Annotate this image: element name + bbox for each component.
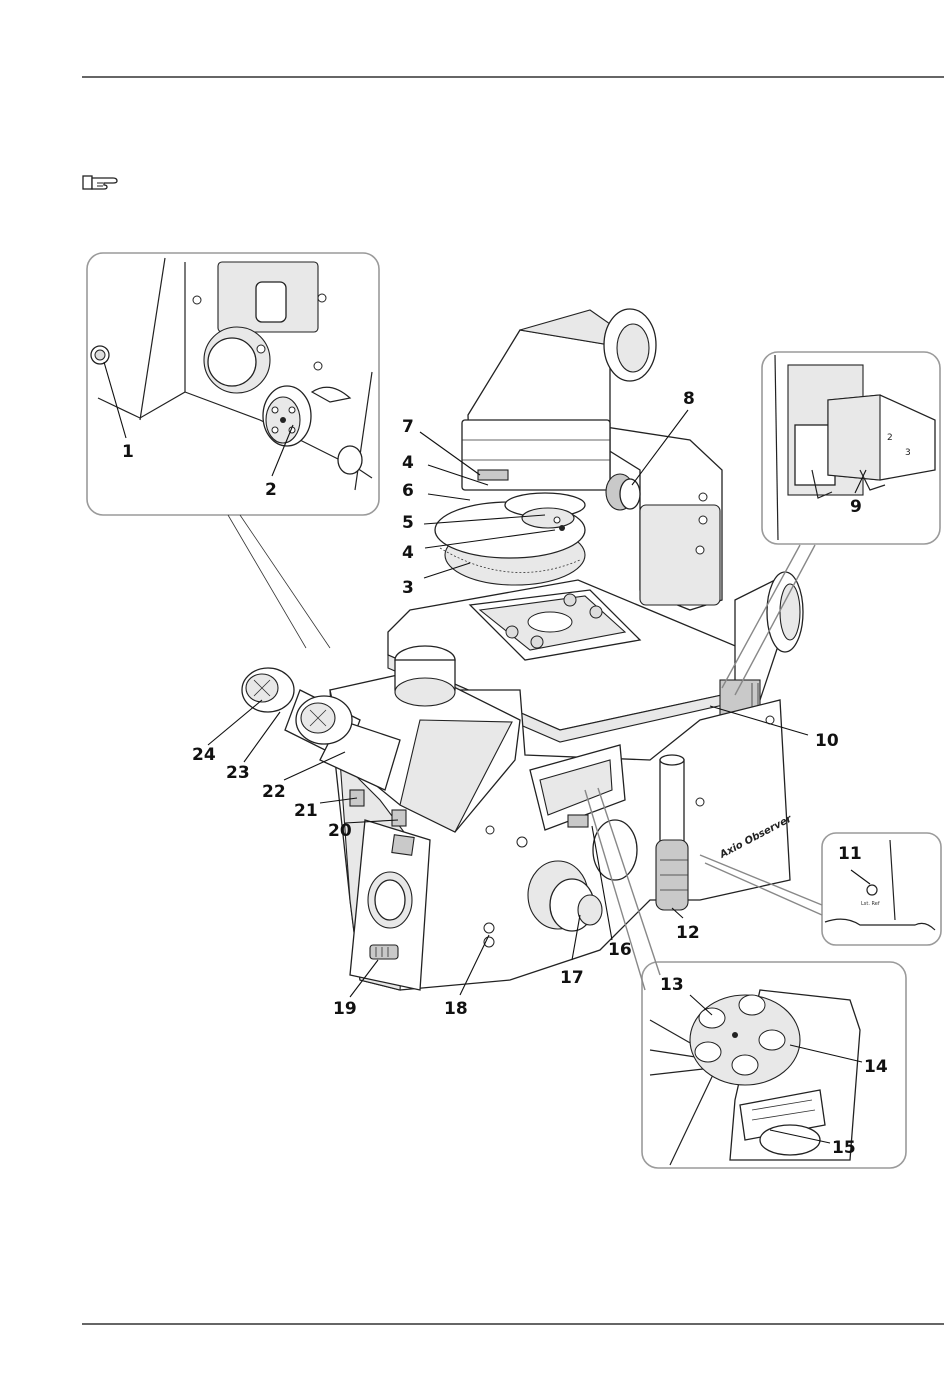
callout-13: 13 (660, 975, 684, 995)
callout-12: 12 (676, 923, 700, 943)
callout-16: 16 (608, 940, 632, 960)
callout-11: 11 (838, 844, 862, 864)
callout-21: 21 (294, 801, 318, 821)
callout-9: 9 (850, 497, 862, 517)
callout-3: 3 (402, 578, 414, 598)
callout-15: 15 (832, 1138, 856, 1158)
svg-text:3: 3 (905, 448, 911, 458)
svg-text:2: 2 (887, 433, 893, 443)
callout-1: 1 (122, 442, 134, 462)
callout-18: 18 (444, 999, 468, 1019)
callout-6: 6 (402, 481, 414, 501)
callout-23: 23 (226, 763, 250, 783)
callout-4a: 4 (402, 453, 414, 473)
callout-8: 8 (683, 389, 695, 409)
callout-17: 17 (560, 968, 584, 988)
callout-24: 24 (192, 745, 216, 765)
callout-7: 7 (402, 417, 414, 437)
callout-14: 14 (864, 1057, 888, 1077)
callout-2: 2 (265, 480, 277, 500)
callout-5: 5 (402, 513, 414, 533)
pointing-hand-icon (83, 176, 117, 189)
callout-20: 20 (328, 821, 352, 841)
callout-22: 22 (262, 782, 286, 802)
callout-10: 10 (815, 731, 839, 751)
callout-19: 19 (333, 999, 357, 1019)
callout-4b: 4 (402, 543, 414, 563)
ls-ref-label: Lst. Ref (861, 901, 880, 907)
